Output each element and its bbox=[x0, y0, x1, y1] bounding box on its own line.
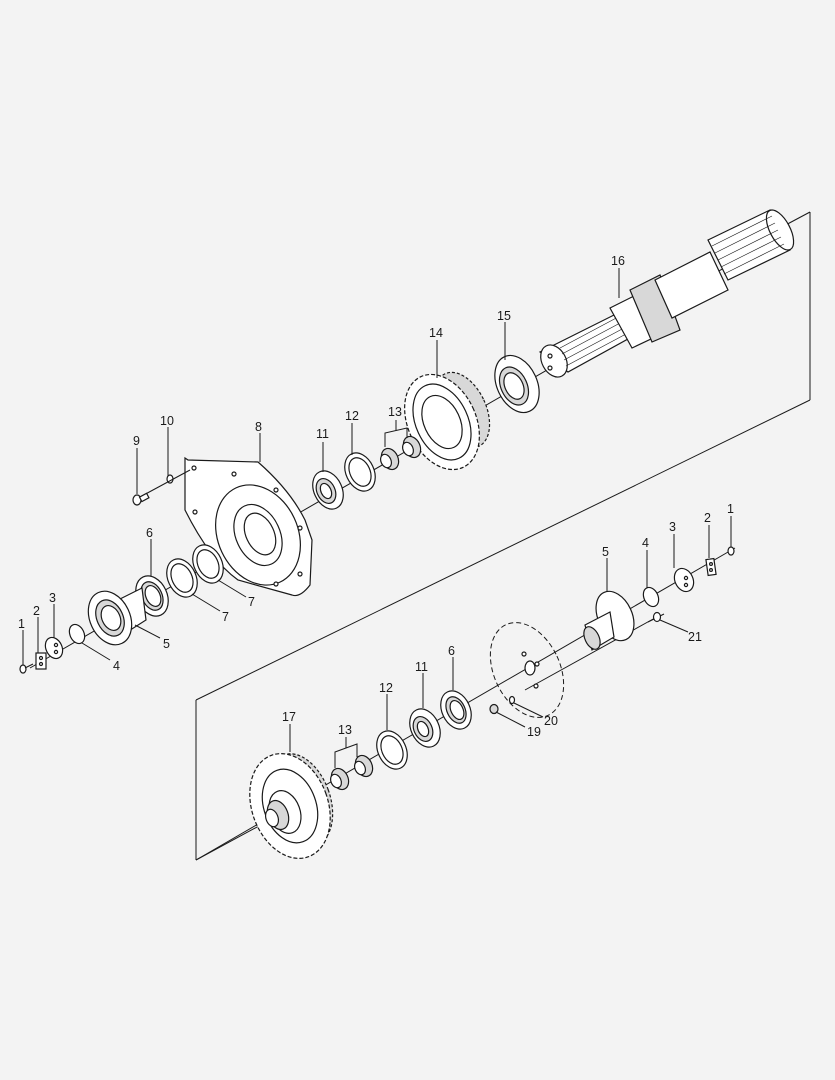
part-7-seal-ring-b[interactable] bbox=[161, 554, 203, 602]
callout-5: 5 bbox=[163, 637, 170, 651]
callout-17: 17 bbox=[282, 710, 296, 724]
callout-5-lower: 5 bbox=[602, 545, 609, 559]
callout-11: 11 bbox=[316, 427, 329, 441]
part-13-needle-bearings[interactable] bbox=[378, 434, 424, 473]
part-5-flanged-hub[interactable] bbox=[80, 584, 147, 652]
callout-2-lower: 2 bbox=[704, 511, 711, 525]
part-9-bolt[interactable] bbox=[132, 469, 191, 506]
callouts-upper: 16 15 14 13 12 11 8 10 9 7 7 6 bbox=[18, 254, 625, 673]
callout-13-lower: 13 bbox=[338, 723, 352, 737]
callout-1: 1 bbox=[18, 617, 25, 631]
part-4-o-ring[interactable] bbox=[66, 622, 87, 646]
callout-11-lower: 11 bbox=[415, 660, 428, 674]
lower-assembly bbox=[195, 546, 736, 869]
callout-7b: 7 bbox=[222, 610, 229, 624]
callout-21: 21 bbox=[688, 630, 702, 644]
part-7-seal-ring-a[interactable] bbox=[187, 540, 229, 588]
part-15-coupling-ring[interactable] bbox=[486, 348, 548, 419]
part-20-washer[interactable] bbox=[508, 695, 516, 705]
part-2-lock-plate-lower[interactable] bbox=[705, 557, 717, 577]
upper-assembly bbox=[19, 206, 799, 674]
callout-12: 12 bbox=[345, 409, 359, 423]
callouts-lower: 1 2 3 4 5 21 20 19 6 11 12 13 bbox=[282, 502, 734, 768]
part-11-ball-bearing[interactable] bbox=[307, 466, 349, 514]
callout-7a: 7 bbox=[248, 595, 255, 609]
part-21-bolt[interactable] bbox=[647, 611, 665, 623]
part-19-nut[interactable] bbox=[489, 703, 499, 715]
callout-13: 13 bbox=[388, 405, 402, 419]
part-4-o-ring-lower[interactable] bbox=[640, 585, 661, 609]
part-5-flanged-hub-lower[interactable] bbox=[581, 585, 642, 652]
callout-4: 4 bbox=[113, 659, 120, 673]
callout-1-lower: 1 bbox=[727, 502, 734, 516]
callout-3-lower: 3 bbox=[669, 520, 676, 534]
callout-9: 9 bbox=[133, 434, 140, 448]
callout-8: 8 bbox=[255, 420, 262, 434]
callout-15: 15 bbox=[497, 309, 511, 323]
mounting-disc-outline bbox=[489, 622, 565, 718]
part-17-gear[interactable] bbox=[236, 742, 345, 869]
part-12-snap-ring-lower[interactable] bbox=[371, 726, 413, 774]
part-8-bearing-housing-plate[interactable] bbox=[184, 456, 316, 599]
callout-6-lower: 6 bbox=[448, 644, 455, 658]
callout-12-lower: 12 bbox=[379, 681, 393, 695]
callout-20: 20 bbox=[544, 714, 558, 728]
part-3-end-cap[interactable] bbox=[42, 635, 66, 662]
callout-6: 6 bbox=[146, 526, 153, 540]
callout-16: 16 bbox=[611, 254, 625, 268]
part-12-snap-ring[interactable] bbox=[339, 448, 381, 496]
part-11-ball-bearing-lower[interactable] bbox=[404, 704, 446, 752]
part-6-oil-seal-lower[interactable] bbox=[435, 686, 477, 734]
part-1-screw[interactable] bbox=[19, 663, 34, 674]
callout-10: 10 bbox=[160, 414, 174, 428]
callout-2: 2 bbox=[33, 604, 40, 618]
callout-14: 14 bbox=[429, 326, 443, 340]
part-1-screw-lower[interactable] bbox=[727, 546, 735, 556]
callout-19: 19 bbox=[527, 725, 541, 739]
callout-3: 3 bbox=[49, 591, 56, 605]
part-2-lock-plate[interactable] bbox=[35, 652, 47, 670]
part-3-end-cap-lower[interactable] bbox=[671, 565, 697, 594]
callout-4-lower: 4 bbox=[642, 536, 649, 550]
part-13-needle-bearings-lower[interactable] bbox=[328, 753, 376, 793]
part-16-splined-shaft[interactable] bbox=[535, 206, 799, 382]
part-14-double-gear[interactable] bbox=[390, 362, 501, 481]
